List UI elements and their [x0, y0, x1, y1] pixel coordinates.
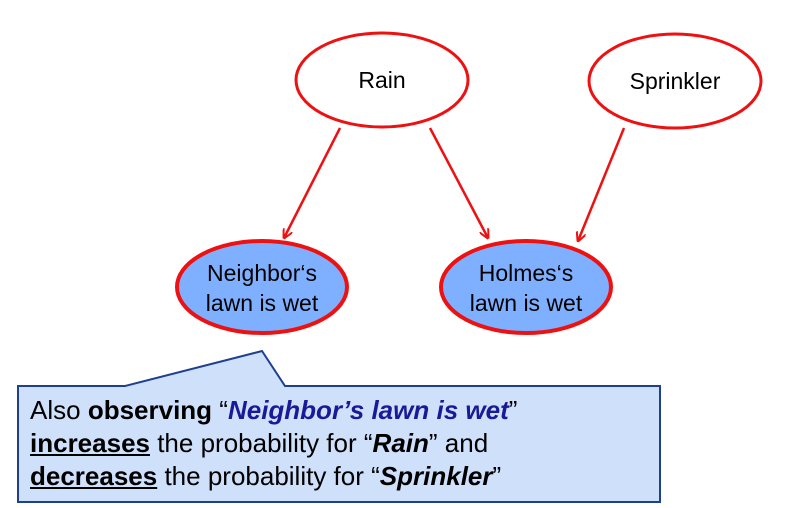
callout-increases-word: increases	[30, 428, 150, 458]
callout-box: Also observing “Neighbor’s lawn is wet” …	[18, 384, 660, 500]
edge-rain-to-holmes	[428, 127, 488, 238]
callout-line-1: Also observing “Neighbor’s lawn is wet”	[30, 394, 648, 427]
node-neighbor-label-line1: Neighbor‘s	[207, 260, 317, 286]
edge-sprinkler-to-holmes	[578, 127, 626, 241]
node-holmes-label-line2: lawn is wet	[470, 290, 583, 316]
edge-rain-to-neighbor	[284, 127, 342, 238]
callout-line3-middle: the probability for “	[157, 461, 380, 491]
callout-close-quote: ”	[508, 395, 518, 425]
callout-observed-node: Neighbor’s lawn is wet	[227, 395, 509, 425]
node-sprinkler: Sprinkler	[587, 32, 763, 130]
callout-sprinkler-target: Sprinkler	[379, 461, 493, 491]
callout-decreases-word: decreases	[30, 461, 158, 491]
node-holmes-lawn: Holmes‘s lawn is wet	[439, 239, 613, 335]
callout-open-quote: “	[212, 395, 228, 425]
node-neighbor-lawn: Neighbor‘s lawn is wet	[175, 239, 349, 335]
callout-line-2: increases the probability for “Rain” and	[30, 427, 648, 460]
callout-line3-tail: ”	[492, 461, 502, 491]
node-rain: Rain	[294, 31, 470, 129]
node-sprinkler-label: Sprinkler	[630, 68, 721, 94]
callout-prefix: Also	[30, 395, 88, 425]
callout-rain-target: Rain	[372, 428, 429, 458]
callout-shape	[17, 349, 661, 503]
node-holmes-label-line1: Holmes‘s	[479, 260, 574, 286]
callout-line-3: decreases the probability for “Sprinkler…	[30, 460, 648, 493]
callout-line2-middle: the probability for “	[149, 428, 373, 458]
node-neighbor-label-line2: lawn is wet	[206, 290, 319, 316]
node-rain-label: Rain	[358, 67, 405, 93]
callout-observing-word: observing	[87, 395, 213, 425]
callout-line2-tail: ” and	[428, 428, 489, 458]
